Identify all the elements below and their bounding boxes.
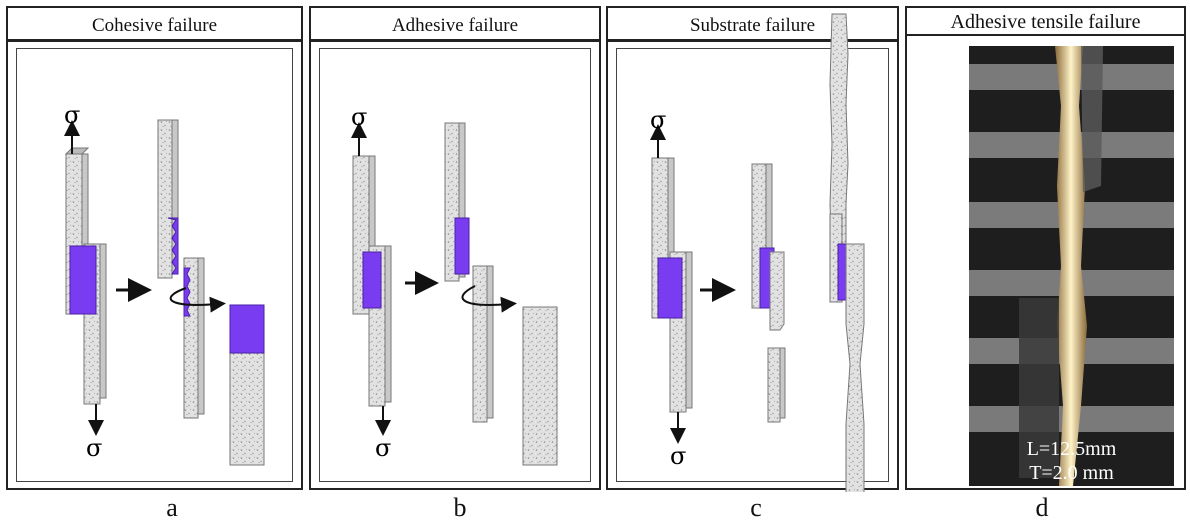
- panel-title: Adhesive tensile failure: [950, 11, 1141, 33]
- header-rule: [8, 39, 301, 40]
- fracture-face: [522, 306, 558, 466]
- substrate-diagram: σ σ: [650, 13, 865, 492]
- panel-title: Substrate failure: [689, 15, 816, 36]
- sigma-bottom: σ: [670, 442, 686, 470]
- caption-b: b: [453, 493, 467, 522]
- thickness-label: T=2.0 mm: [1029, 462, 1114, 484]
- specimen-strip: [1055, 46, 1087, 486]
- test-photo: L=12.5mm T=2.0 mm: [969, 46, 1174, 486]
- panel-cohesive: Cohesive failure σ σ: [6, 6, 303, 490]
- header-rule: [608, 39, 897, 40]
- panel-frame: [319, 48, 591, 482]
- panel-frame: [616, 48, 889, 482]
- adhesive-layer: [657, 257, 683, 319]
- panel-adhesive: Adhesive failure σ σ: [309, 6, 601, 490]
- panel-frame: [16, 48, 293, 482]
- sigma-bottom: σ: [86, 434, 102, 462]
- panel-header: Adhesive tensile failure: [907, 8, 1184, 36]
- length-label: L=12.5mm: [1026, 438, 1117, 460]
- header-rule: [311, 39, 599, 40]
- sigma-top: σ: [64, 101, 80, 129]
- caption-c: c: [750, 493, 762, 522]
- sigma-bottom: σ: [375, 434, 391, 462]
- panel-header: Adhesive failure: [311, 8, 599, 42]
- panel-substrate: Substrate failure σ σ: [606, 6, 899, 492]
- panel-header: Substrate failure: [608, 8, 897, 42]
- cohesive-diagram: σ σ: [64, 101, 265, 466]
- adhesive-diagram: σ σ: [351, 103, 558, 466]
- sigma-top: σ: [351, 103, 367, 131]
- panel-header: Cohesive failure: [8, 8, 301, 42]
- panel-title: Cohesive failure: [91, 15, 218, 36]
- sigma-top: σ: [650, 106, 666, 134]
- adhesive-layer: [362, 251, 382, 309]
- photo-illustration: [969, 46, 1174, 486]
- panel-photo: Adhesive tensile failure: [905, 6, 1186, 490]
- caption-a: a: [166, 493, 178, 522]
- caption-d: d: [1035, 493, 1049, 522]
- adhesive-layer: [69, 245, 97, 315]
- panel-title: Adhesive failure: [391, 15, 519, 36]
